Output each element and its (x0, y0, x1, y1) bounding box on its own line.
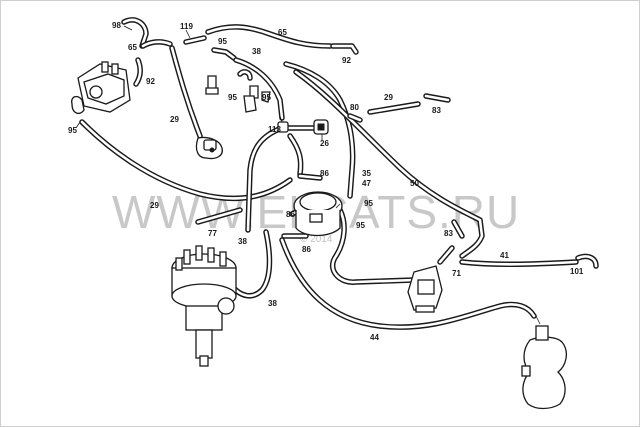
label-92-b: 92 (342, 56, 351, 65)
label-86-a: 86 (320, 169, 329, 178)
label-50: 50 (410, 179, 419, 188)
label-95-f: 95 (356, 221, 365, 230)
label-38-b: 38 (238, 237, 247, 246)
fittings-95-cluster (205, 75, 271, 113)
valve-71 (407, 265, 443, 313)
hose-44 (279, 237, 537, 330)
label-113: 113 (268, 125, 281, 134)
vacuum-reservoir (521, 315, 568, 410)
label-101: 101 (570, 267, 584, 276)
label-47: 47 (362, 179, 371, 188)
label-77: 77 (208, 229, 217, 238)
label-38-c: 38 (268, 299, 277, 308)
label-65-a: 65 (128, 43, 137, 52)
label-95-b: 95 (228, 93, 237, 102)
label-29-a: 29 (170, 115, 179, 124)
label-26: 26 (320, 139, 329, 148)
vacuum-valve-component (71, 61, 131, 115)
label-119: 119 (180, 22, 193, 31)
label-92-a: 92 (146, 77, 155, 86)
part-number-labels: 98 65 92 119 65 92 95 38 95 95 95 29 80 … (68, 21, 584, 342)
label-29-b: 29 (384, 93, 393, 102)
leader-lines (75, 25, 341, 209)
label-29-c: 29 (150, 201, 159, 210)
label-80: 80 (350, 103, 359, 112)
label-95-a: 95 (218, 37, 227, 46)
throttle-housing (293, 191, 343, 237)
label-38-a: 38 (252, 47, 261, 56)
tee-fitting-113 (277, 121, 289, 133)
hose-group (79, 17, 599, 330)
label-65-b: 65 (278, 28, 287, 37)
label-35: 35 (362, 169, 371, 178)
check-valve-26 (313, 119, 329, 135)
vacuum-unit-29 (195, 136, 223, 160)
label-98: 98 (112, 21, 121, 30)
label-95-e: 95 (364, 199, 373, 208)
label-44: 44 (370, 333, 379, 342)
label-83-b: 83 (444, 229, 453, 238)
watermark-copyright: © 2014 (300, 234, 333, 245)
label-71: 71 (452, 269, 461, 278)
label-95-d: 95 (68, 126, 77, 135)
label-95-c: 95 (262, 93, 271, 102)
label-83-a: 83 (432, 106, 441, 115)
label-86-c: 86 (302, 245, 311, 254)
label-86-b: 86 (286, 210, 295, 219)
label-41: 41 (500, 251, 509, 260)
distributor (171, 245, 237, 367)
